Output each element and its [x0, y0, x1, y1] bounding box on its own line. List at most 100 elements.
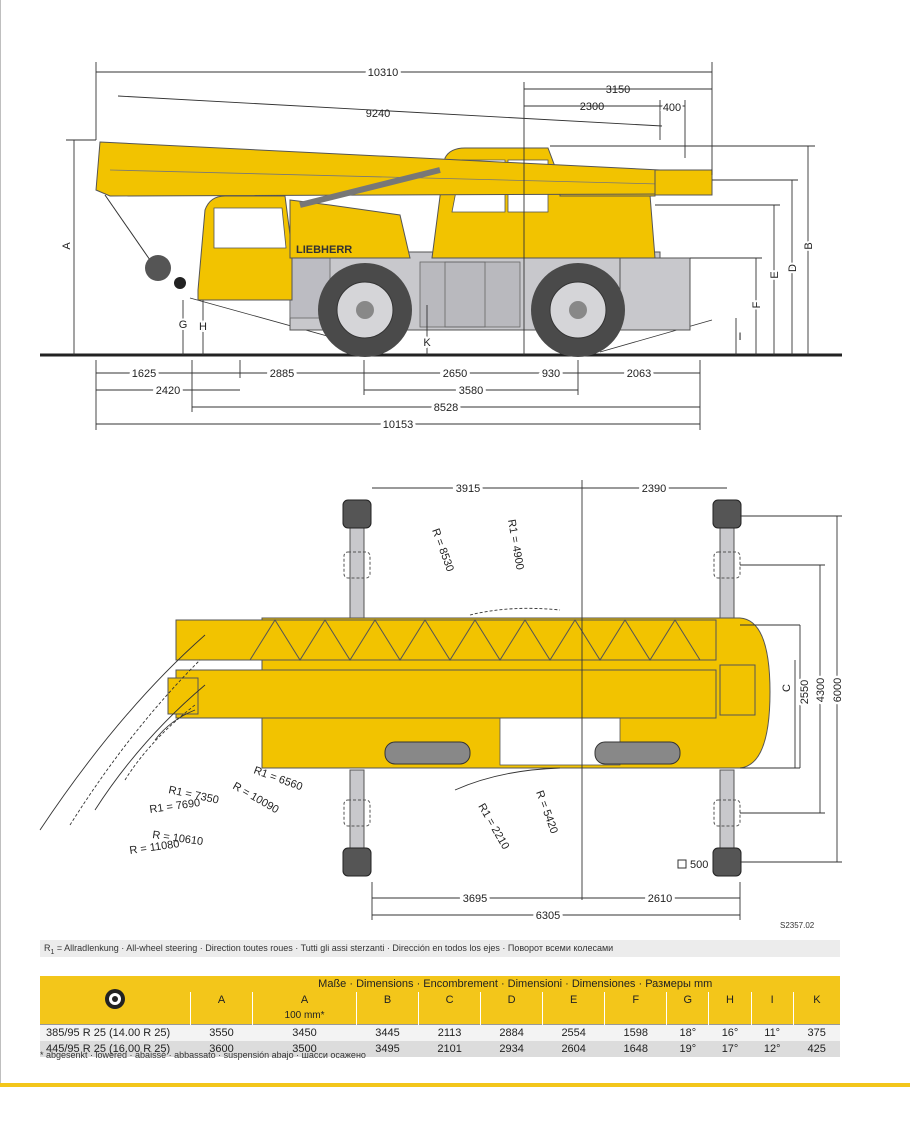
value-cell: 2113 — [418, 1024, 481, 1041]
value-cell: 2101 — [418, 1041, 481, 1057]
value-cell: 19° — [666, 1041, 709, 1057]
radius-8530: R = 8530 — [429, 527, 456, 573]
dim-2390: 2390 — [642, 483, 666, 495]
bottom-accent-line — [0, 1083, 910, 1087]
departure-line — [599, 319, 713, 353]
dim-2300: 2300 — [580, 101, 604, 113]
height-label-b: B — [803, 242, 815, 249]
value-cell: 11° — [751, 1024, 794, 1041]
value-cell: 17° — [708, 1041, 752, 1057]
bottom-dimensions: 1625 2885 2650 930 2063 2420 3580 8528 1… — [95, 360, 701, 434]
dim-10310: 10310 — [368, 67, 399, 79]
height-label-a: A — [61, 242, 73, 250]
operator-cab — [197, 195, 293, 301]
column-k: K — [792, 992, 840, 1008]
turning-radii — [39, 607, 561, 831]
column-a: A — [189, 992, 253, 1008]
dim-3150: 3150 — [606, 84, 630, 96]
steering-note-text: = Allradlenkung · All-wheel steering · D… — [56, 943, 614, 953]
height-dimensions: A G H K F E D B I — [61, 139, 817, 355]
radius-6560: R1 = 6560 — [252, 765, 304, 794]
dim-6305: 6305 — [536, 910, 560, 920]
height-label-h: H — [199, 321, 207, 333]
value-cell: 3500 — [252, 1041, 357, 1057]
front-wheel — [318, 263, 412, 357]
telescopic-boom — [95, 141, 713, 208]
radius-5420: R = 5420 — [533, 789, 560, 835]
boom-top — [167, 619, 717, 719]
column-e: E — [542, 992, 605, 1008]
value-cell: 3495 — [356, 1041, 419, 1057]
page-left-rule — [0, 0, 1, 1085]
value-cell: 2884 — [480, 1024, 543, 1041]
hook-block — [104, 194, 186, 289]
top-dimensions: 10310 9240 3150 2300 400 — [95, 62, 713, 355]
dim-2063: 2063 — [627, 368, 651, 380]
radius-10090: R = 10090 — [231, 780, 281, 816]
height-label-e: E — [769, 271, 781, 278]
height-label-c: C — [781, 684, 793, 692]
value-cell: 1598 — [604, 1024, 667, 1041]
value-cell: 12° — [751, 1041, 794, 1057]
height-label-i: I — [738, 331, 741, 343]
value-cell: 3445 — [356, 1024, 419, 1041]
height-label-g: G — [179, 319, 188, 331]
rear-wheel — [531, 263, 625, 357]
dim-4300: 4300 — [815, 678, 827, 702]
column-i: I — [750, 992, 794, 1008]
column-a-sub: 100 mm* — [252, 1008, 357, 1025]
column-d: D — [480, 992, 543, 1008]
dim-3695: 3695 — [463, 893, 487, 905]
table-row: 445/95 R 25 (16.00 R 25) 3600 3500 3495 … — [40, 1041, 840, 1057]
dim-8528: 8528 — [434, 402, 458, 414]
value-cell: 18° — [666, 1024, 709, 1041]
radius-2210: R1 = 2210 — [475, 802, 511, 852]
tyre-icon — [105, 988, 125, 1009]
column-a-lowered: A — [252, 992, 357, 1008]
height-label-k: K — [423, 337, 431, 349]
value-cell: 3550 — [190, 1024, 253, 1041]
value-cell: 3600 — [190, 1041, 253, 1057]
column-c: C — [418, 992, 481, 1008]
brand-label: LIEBHERR — [296, 244, 352, 256]
tyre-size: 385/95 R 25 (14.00 R 25) — [40, 1024, 191, 1041]
column-g: G — [666, 992, 709, 1008]
tyre-icon-cell — [40, 976, 191, 1025]
radius-11080: R = 11080 — [129, 838, 180, 857]
value-cell: 2604 — [542, 1041, 605, 1057]
column-h: H — [708, 992, 752, 1008]
table-footnote: * abgesenkt · lowered · abaissé · abbass… — [40, 1050, 366, 1060]
value-cell: 2554 — [542, 1024, 605, 1041]
height-label-d: D — [787, 264, 799, 272]
dim-9240: 9240 — [366, 108, 390, 120]
dim-1625: 1625 — [132, 368, 156, 380]
drawing-reference: S2357.02 — [780, 921, 815, 930]
dim-2610: 2610 — [648, 893, 672, 905]
dim-2550: 2550 — [799, 680, 811, 704]
top-view-vertical-dims: C 2550 4300 6000 500 — [677, 515, 847, 871]
radius-4900: R1 = 4900 — [505, 518, 526, 570]
value-cell: 2934 — [480, 1041, 543, 1057]
value-cell: 425 — [793, 1041, 840, 1057]
square-icon — [677, 859, 687, 869]
steering-note: R1 = Allradlenkung · All-wheel steering … — [40, 940, 840, 957]
table-row: 385/95 R 25 (14.00 R 25) 3550 3450 3445 … — [40, 1024, 840, 1041]
dim-400: 400 — [663, 102, 681, 114]
dim-10153: 10153 — [383, 419, 414, 431]
dim-930: 930 — [542, 368, 560, 380]
column-f: F — [604, 992, 667, 1008]
dim-3915: 3915 — [456, 483, 480, 495]
steering-note-sub: 1 — [50, 948, 55, 956]
height-label-f: F — [751, 301, 763, 308]
value-cell: 1648 — [604, 1041, 667, 1057]
dim-3580: 3580 — [459, 385, 483, 397]
value-cell: 16° — [708, 1024, 752, 1041]
side-view-drawing: LIEBHERR 10310 9240 3150 2300 400 — [40, 62, 842, 434]
radius-7690: R1 = 7690 — [149, 797, 201, 816]
column-b: B — [356, 992, 419, 1008]
value-cell: 375 — [793, 1024, 840, 1041]
top-view-drawing: 3915 2390 3695 2610 6305 C 2550 4300 600… — [39, 480, 847, 920]
dimensions-table: Maße · Dimensions · Encombrement · Dimen… — [40, 976, 840, 1057]
dim-500: 500 — [690, 859, 708, 871]
top-view-dims: 3915 2390 3695 2610 6305 — [371, 480, 741, 920]
